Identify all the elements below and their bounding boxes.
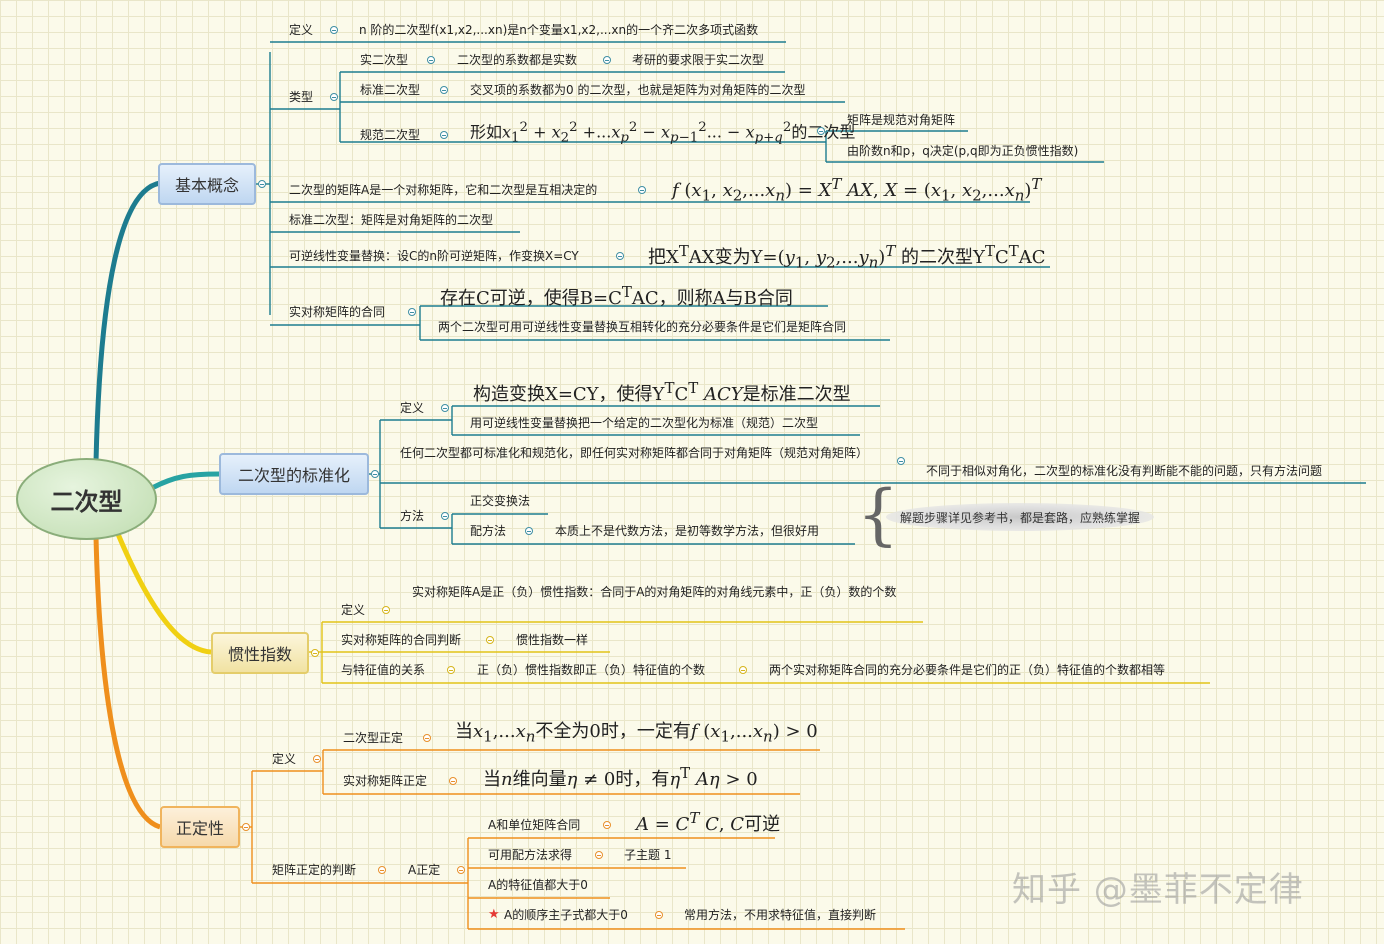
collapse-icon[interactable] [427,56,435,64]
note-real-form: 考研的要求限于实二次型 [632,53,765,67]
root-node-quadratic-form[interactable]: 二次型 [16,458,157,540]
formula-congruence: 存在C可逆，使得B=CTAC，则称A与B合同 [440,283,793,309]
node-positive-definiteness[interactable]: 正定性 [160,806,240,848]
label-definition: 定义 [289,23,314,37]
collapse-icon[interactable] [449,777,457,785]
branch-positive [93,536,161,830]
note-congruence-condition: 两个实对称矩阵合同的充分必要条件是它们的正（负）特征值的个数都相等 [769,663,1166,677]
formula-matrix-form: f (x1, x2,...xn) = XT AX, X = (x1, x2,..… [672,175,1042,205]
label-quadratic-positive: 二次型正定 [343,731,404,745]
collapse-icon[interactable] [595,851,603,859]
note-vs-similar-diagonalization: 不同于相似对角化，二次型的标准化没有判断能不能的问题，只有方法问题 [926,464,1323,478]
label-congruence: 实对称矩阵的合同 [289,305,386,319]
label-real-form: 实二次型 [360,53,409,67]
formula-canonical-form: 形如x12 + x22 +...xp2 − xp−12... − xp+q2的二… [470,120,855,146]
label-definition: 定义 [400,401,425,415]
branch-basic [93,180,161,463]
label-types: 类型 [289,90,314,104]
node-basic-concepts[interactable]: 基本概念 [158,163,256,205]
label-standard-form: 标准二次型 [360,83,421,97]
text-real-form: 二次型的系数都是实数 [457,53,578,67]
criterion-identity-congruent: A和单位矩阵合同 [488,818,581,832]
collapse-icon[interactable] [440,131,448,139]
text-standardization-def: 用可逆线性变量替换把一个给定的二次型化为标准（规范）二次型 [470,416,819,430]
watermark: 知乎 @墨菲不定律 [1012,870,1304,910]
collapse-icon[interactable] [441,512,449,520]
node-inertia-index[interactable]: 惯性指数 [211,632,309,674]
collapse-icon[interactable] [457,866,465,874]
collapse-icon[interactable] [525,527,533,535]
method-orthogonal-transform: 正交变换法 [470,494,531,508]
collapse-icon[interactable] [440,86,448,94]
collapse-icon[interactable] [378,866,386,874]
formula-symmetric-positive: 当n维向量η ≠ 0时，有ηT Aη > 0 [483,764,758,790]
label-definition: 定义 [341,603,366,617]
branch-standard [150,471,220,491]
label-canonical-form: 规范二次型 [360,128,421,142]
collapse-icon[interactable] [739,666,747,674]
text-symmetric-matrix: 二次型的矩阵A是一个对称矩阵，它和二次型是互相决定的 [289,183,598,197]
text-invertible-substitution: 可逆线性变量替换：设C的n阶可逆矩阵，作变换X=CY [289,249,579,263]
collapse-icon[interactable] [603,821,611,829]
collapse-icon[interactable] [638,186,646,194]
method-completing-square: 配方法 [470,524,507,538]
note-completing-square: 本质上不是代数方法，是初等数学方法，但很好用 [555,524,820,538]
collapse-icon[interactable] [258,180,266,188]
collapse-icon[interactable] [441,404,449,412]
note-leading-minors: 常用方法，不用求特征值，直接判断 [684,908,877,922]
text-definition: n 阶的二次型f(x1,x2,...xn)是n个变量x1,x2,...xn的一个… [359,23,759,37]
note-canonical-determined: 由阶数n和p，q决定(p,q即为正负惯性指数) [847,144,1079,158]
collapse-icon[interactable] [447,666,455,674]
star-icon: ★ [488,907,500,922]
collapse-icon[interactable] [486,636,494,644]
collapse-icon[interactable] [408,308,416,316]
label-congruence-judgement: 实对称矩阵的合同判断 [341,633,462,647]
collapse-icon[interactable] [897,457,905,465]
label-method: 方法 [400,509,425,523]
label-definition: 定义 [272,752,297,766]
formula-quadratic-positive: 当x1,...xn不全为0时，一定有f (x1,...xn) > 0 [455,721,818,746]
text-standard-form-def: 标准二次型：矩阵是对角矩阵的二次型 [289,213,494,227]
text-inertia-definition: 实对称矩阵A是正（负）惯性指数：合同于A的对角矩阵的对角线元素中，正（负）数的个… [412,585,897,599]
collapse-icon[interactable] [330,93,338,101]
node-standardization[interactable]: 二次型的标准化 [219,453,369,495]
text-congruence-condition: 两个二次型可用可逆线性变量替换互相转化的充分必要条件是它们是矩阵合同 [438,320,847,334]
text-eigenvalue-count: 正（负）惯性指数即正（负）特征值的个数 [477,663,706,677]
subtopic-1: 子主题 1 [624,848,672,862]
label-a-positive: A正定 [408,863,441,877]
text-standard-form: 交叉项的系数都为0 的二次型，也就是矩阵为对角矩阵的二次型 [470,83,806,97]
formula-substitution: 把XTAX变为Y=(y1, y2,...yn)T 的二次型YTCTAC [648,242,1046,272]
collapse-icon[interactable] [603,56,611,64]
collapse-icon[interactable] [313,755,321,763]
branch-inertia [115,533,212,655]
criterion-completing-square: 可用配方法求得 [488,848,573,862]
text-same-inertia: 惯性指数一样 [516,633,589,647]
label-eigenvalue-relation: 与特征值的关系 [341,663,426,677]
text-any-form-standardizable: 任何二次型都可标准化和规范化，即任何实对称矩阵都合同于对角矩阵（规范对角矩阵） [400,446,869,460]
note-canonical-matrix: 矩阵是规范对角矩阵 [847,113,956,127]
label-positive-judgement: 矩阵正定的判断 [272,863,357,877]
label-symmetric-positive: 实对称矩阵正定 [343,774,428,788]
collapse-icon[interactable] [423,734,431,742]
formula-c-transpose-c: A = CT C, C可逆 [636,809,781,835]
collapse-icon[interactable] [655,911,663,919]
collapse-icon[interactable] [330,26,338,34]
collapse-icon[interactable] [371,470,379,478]
collapse-icon[interactable] [382,606,390,614]
collapse-icon[interactable] [817,127,825,135]
criterion-positive-eigenvalues: A的特征值都大于0 [488,878,588,892]
formula-standardization-def: 构造变换X=CY，使得YTCT ACY是标准二次型 [473,379,851,405]
collapse-icon[interactable] [616,252,624,260]
collapse-icon[interactable] [242,823,250,831]
criterion-leading-minors: A的顺序主子式都大于0 [504,908,628,922]
callout-solution-steps[interactable]: 解题步骤详见参考书，都是套路，应熟练掌握 [886,503,1154,531]
collapse-icon[interactable] [311,649,319,657]
